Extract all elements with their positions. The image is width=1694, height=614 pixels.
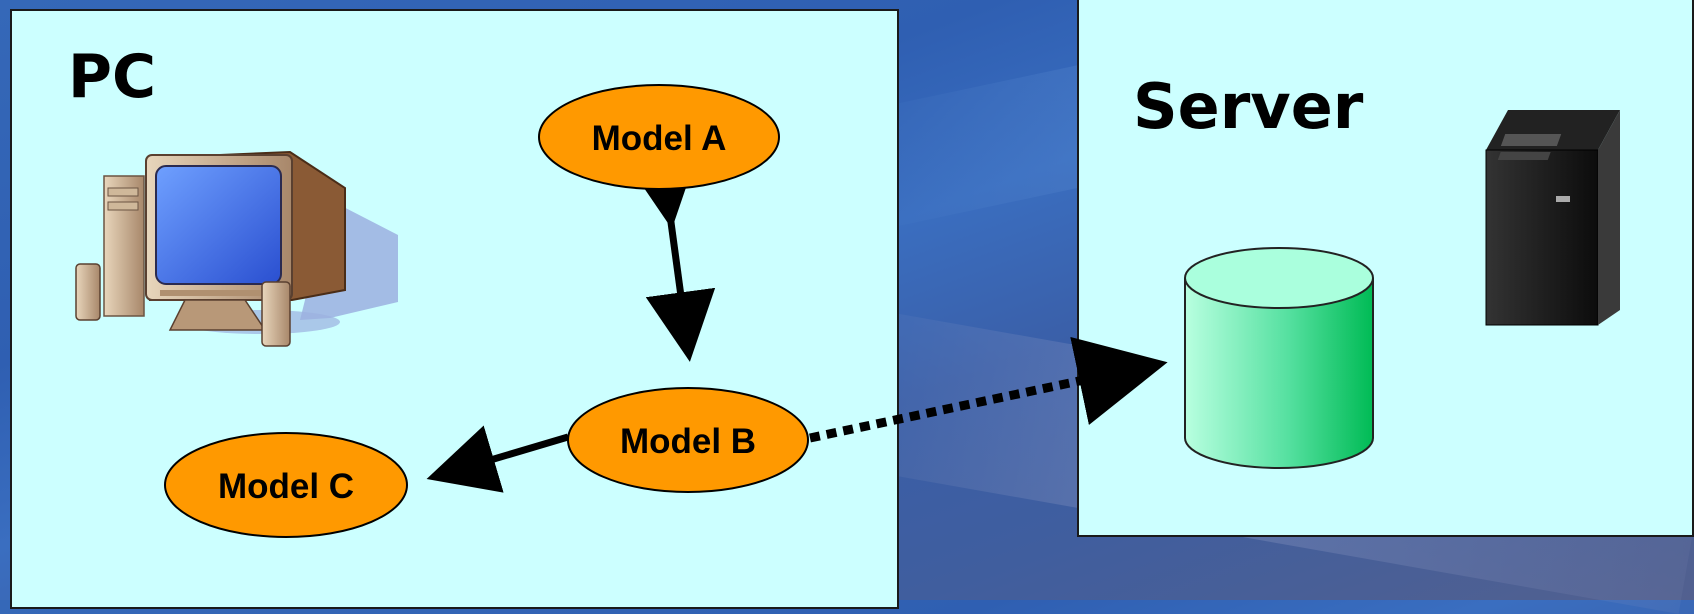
server-title: Server xyxy=(1133,70,1364,143)
node-model-a-label: Model A xyxy=(592,119,727,158)
arrow-b-database xyxy=(809,336,1168,443)
node-model-c-label: Model C xyxy=(218,467,354,506)
architecture-diagram: Model A Model B Model C xyxy=(75,84,1620,538)
desktop-computer-icon xyxy=(75,150,398,347)
arrow-b-c xyxy=(426,425,569,493)
node-model-a: Model A xyxy=(538,84,780,190)
node-model-b-label: Model B xyxy=(620,422,756,461)
server-tower-icon xyxy=(1485,110,1620,326)
pc-title: PC xyxy=(68,42,157,112)
arrow-a-b xyxy=(627,154,716,362)
database-cylinder-icon xyxy=(1184,247,1374,469)
node-model-b: Model B xyxy=(567,387,809,493)
node-model-c: Model C xyxy=(164,432,408,538)
